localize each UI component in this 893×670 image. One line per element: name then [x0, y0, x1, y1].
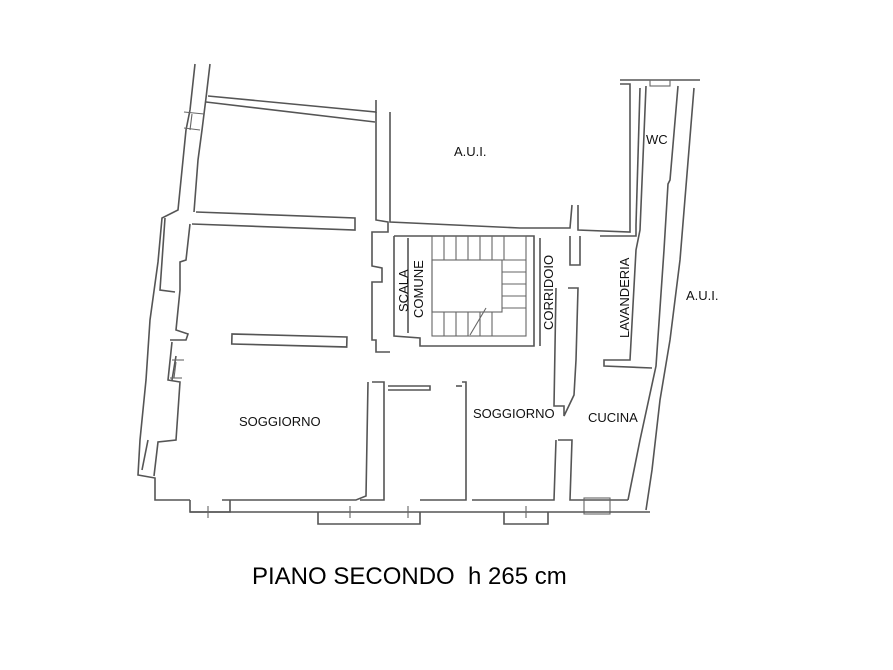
- right-wing: [520, 79, 700, 515]
- room-label-cucina: CUCINA: [588, 410, 638, 425]
- room-label-corridoio: CORRIDOIO: [541, 254, 556, 330]
- staircase: [431, 235, 527, 337]
- room-label-scala: SCALA: [396, 269, 411, 312]
- room-label-aui-right: A.U.I.: [686, 288, 719, 303]
- room-label-wc: WC: [646, 132, 668, 147]
- room-label-lavanderia: LAVANDERIA: [617, 257, 632, 338]
- room-label-comune: COMUNE: [411, 260, 426, 318]
- room-label-soggiorno-left: SOGGIORNO: [239, 414, 321, 429]
- middle-partitions: [230, 83, 641, 353]
- lower-middle-walls: [189, 381, 549, 525]
- room-label-soggiorno-right: SOGGIORNO: [473, 406, 555, 421]
- left-exterior-wall: [137, 63, 377, 501]
- floor-caption: PIANO SECONDO h 265 cm: [252, 563, 567, 590]
- room-label-aui-top: A.U.I.: [454, 144, 487, 159]
